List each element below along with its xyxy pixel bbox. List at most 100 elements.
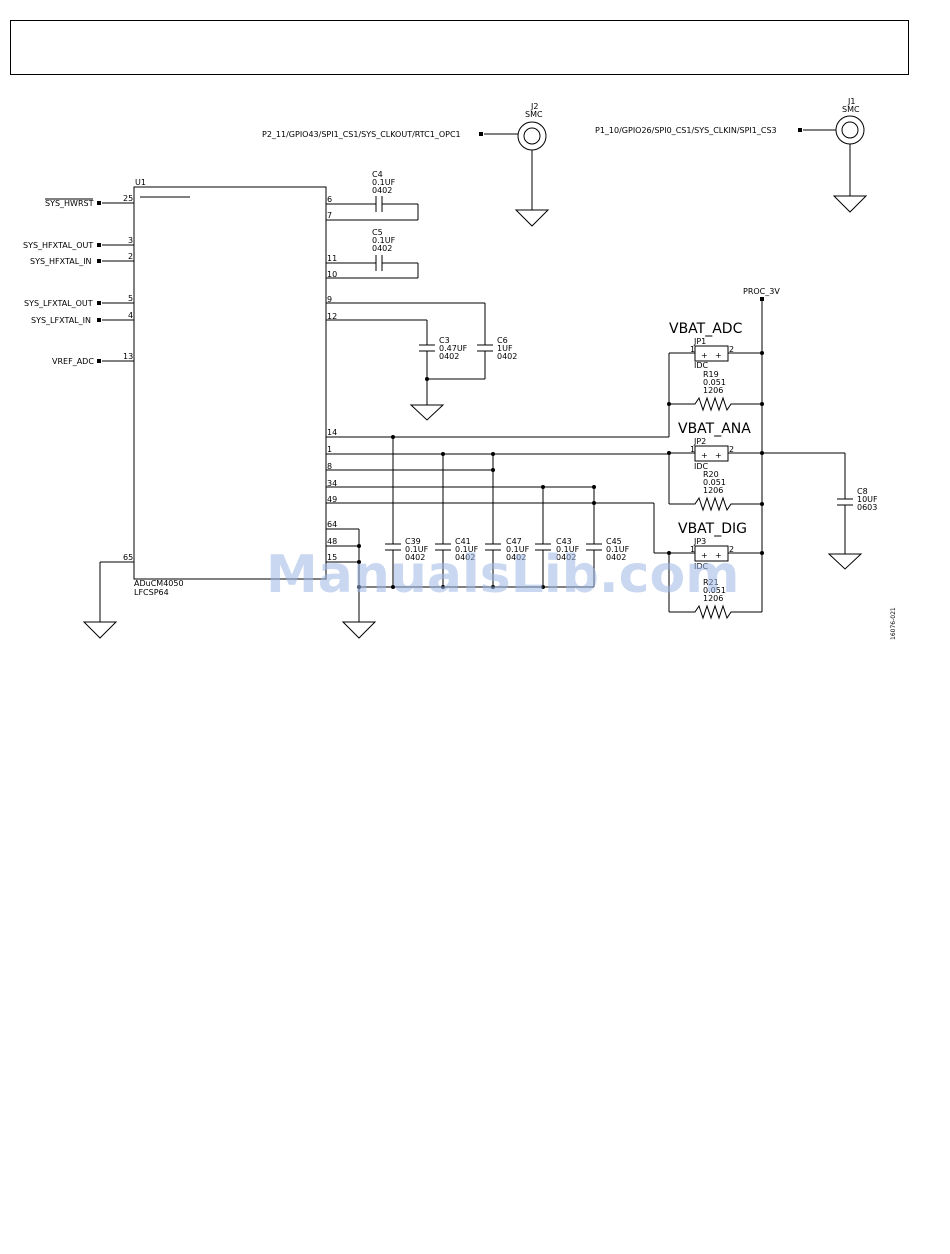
cap-ref: C5	[372, 228, 383, 237]
watermark: ManualsLib.com	[266, 545, 739, 605]
pin-number: 9	[327, 295, 332, 304]
capacitor-c41: C41 0.1UF 0402	[435, 454, 479, 589]
pin-number: 12	[327, 312, 337, 321]
resistor-ref: R20	[703, 470, 719, 479]
cap-ref: C6	[497, 336, 508, 345]
cap-size: 0402	[372, 244, 392, 253]
pin-number: 3	[128, 236, 133, 245]
vbat-adc-block: VBAT_ADC JP1 ++ 1 2 IDC R19 0.051 1206	[667, 321, 764, 437]
pin-number: 14	[327, 428, 337, 437]
capacitor-c39: C39 0.1UF 0402	[385, 437, 429, 589]
svg-text:+: +	[715, 451, 722, 460]
ground-symbol	[82, 621, 118, 639]
capacitor-c47: C47 0.1UF 0402	[485, 454, 530, 589]
cap-ref: C47	[506, 537, 522, 546]
figure-id: 16076-021	[890, 607, 897, 640]
u1-left-pin-sys-lfxtal-in: SYS_LFXTAL_IN 4	[31, 311, 134, 325]
pin-number: 8	[327, 462, 332, 471]
u1-ref: U1	[135, 178, 146, 187]
resistor-value: 0.051	[703, 378, 726, 387]
pin-number: 5	[128, 294, 133, 303]
net-label: SYS_HFXTAL_OUT	[23, 241, 93, 250]
jumper-ref: JP2	[693, 437, 706, 446]
pin-number: 1	[327, 445, 332, 454]
cap-size: 0402	[497, 352, 517, 361]
pin-number: 7	[327, 211, 332, 220]
cap-size: 0402	[506, 553, 526, 562]
vbat-ana-block: VBAT_ANA JP2 ++ 1 2 IDC R20 0.051 1206	[667, 421, 845, 512]
cap-size: 0402	[405, 553, 425, 562]
pin-number: 25	[123, 194, 133, 203]
svg-text:+: +	[701, 451, 708, 460]
jumper-ref: JP1	[693, 337, 706, 346]
jumper-pin-1: 1	[690, 545, 695, 554]
u1-part: ADuCM4050	[134, 579, 184, 588]
j2-type: SMC	[525, 110, 543, 119]
jumper-ref: JP3	[693, 537, 706, 546]
cap-value: 0.1UF	[606, 545, 630, 554]
cap-ref: C43	[556, 537, 572, 546]
cap-ref: C45	[606, 537, 622, 546]
pin-number: 48	[327, 537, 337, 546]
connector-j2: J2 SMC P2_11/GPIO43/SPI1_CS1/SYS_CLKOUT/…	[262, 102, 550, 227]
capacitor-c8: C8 10UF 0603	[827, 453, 878, 570]
u1-left-pin-sys-hfxtal-out: SYS_HFXTAL_OUT 3	[23, 236, 134, 250]
supply-nets	[134, 435, 669, 639]
vbat-title: VBAT_ANA	[678, 421, 751, 437]
resistor-size: 1206	[703, 386, 723, 395]
vbat-title: VBAT_ADC	[669, 321, 743, 337]
cap-value: 0.1UF	[405, 545, 429, 554]
pin-number: 10	[327, 270, 337, 279]
resistor-value: 0.051	[703, 586, 726, 595]
svg-text:+: +	[701, 551, 708, 560]
svg-text:+: +	[715, 551, 722, 560]
resistor-ref: R19	[703, 370, 719, 379]
cap-size: 0402	[372, 186, 392, 195]
ground-symbol	[514, 209, 550, 227]
cap-value: 0.47UF	[439, 344, 468, 353]
jumper-pin-2: 2	[729, 345, 734, 354]
cap-ref: C8	[857, 487, 868, 496]
vbat-title: VBAT_DIG	[678, 521, 747, 537]
jumper-type: IDC	[694, 361, 709, 370]
ground-symbol	[341, 621, 377, 639]
jumper-type: IDC	[694, 462, 709, 471]
jumper-pin-1: 1	[690, 345, 695, 354]
cap-size: 0603	[857, 503, 877, 512]
resistor-size: 1206	[703, 486, 723, 495]
svg-text:+: +	[715, 351, 722, 360]
power-net-label: PROC_3V	[743, 287, 780, 296]
cap-ref: C4	[372, 170, 383, 179]
jumper-pin-2: 2	[729, 545, 734, 554]
jumper-pin-1: 1	[690, 445, 695, 454]
j2-ref: J2	[530, 102, 538, 111]
capacitor-c3-c6-network: C3 0.47UF 0402 C6 1UF 0402	[326, 302, 517, 421]
net-label: SYS_HWRST	[45, 199, 94, 208]
pin-number: 64	[327, 520, 337, 529]
pin-number: 49	[327, 495, 337, 504]
j2-net-label: P2_11/GPIO43/SPI1_CS1/SYS_CLKOUT/RTC1_OP…	[262, 130, 461, 139]
u1-left-pin-sys-hfxtal-in: SYS_HFXTAL_IN 2	[30, 252, 134, 266]
ic-u1: U1 ADuCM4050 LFCSP64 SYS_HWRST 25 SYS_HF…	[23, 178, 337, 639]
capacitor-c5: C5 0.1UF 0402	[326, 228, 419, 279]
cap-size: 0402	[455, 553, 475, 562]
net-label: VREF_ADC	[52, 357, 94, 366]
cap-value: 0.1UF	[455, 545, 479, 554]
resistor-value: 0.051	[703, 478, 726, 487]
connector-j1: J1 SMC P1_10/GPIO26/SPI0_CS1/SYS_CLKIN/S…	[595, 97, 868, 213]
u1-left-pin-65-ground: 65	[82, 553, 134, 639]
j1-ref: J1	[847, 97, 855, 106]
cap-value: 0.1UF	[556, 545, 580, 554]
cap-ref: C3	[439, 336, 450, 345]
power-rail: PROC_3V	[743, 287, 780, 612]
j1-type: SMC	[842, 105, 860, 114]
pin-number: 11	[327, 254, 337, 263]
net-label: SYS_LFXTAL_IN	[31, 316, 91, 325]
u1-package: LFCSP64	[134, 588, 169, 597]
u1-left-pin-vref-adc: VREF_ADC 13	[52, 352, 134, 366]
ground-symbol	[827, 553, 863, 570]
capacitor-c43: C43 0.1UF 0402	[535, 487, 580, 589]
cap-value: 10UF	[857, 495, 878, 504]
